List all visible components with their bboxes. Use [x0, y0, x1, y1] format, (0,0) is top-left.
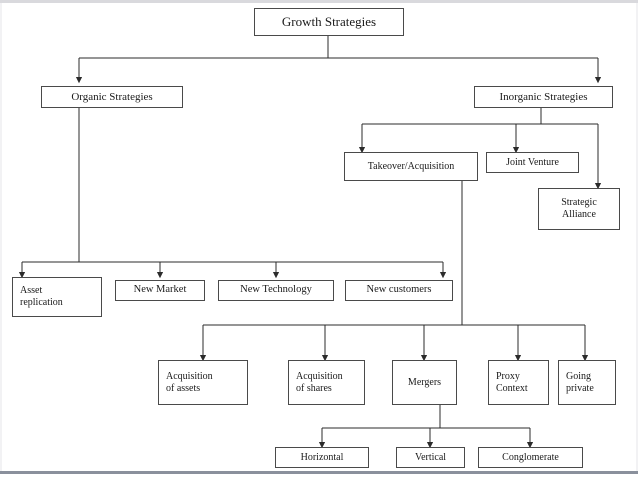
top-border-band [0, 0, 638, 3]
node-label: Vertical [414, 451, 447, 463]
node-vertical[interactable]: Vertical [396, 447, 465, 468]
node-label: Growth Strategies [281, 14, 377, 30]
node-label-line2: of shares [296, 382, 332, 394]
node-label: New customers [366, 284, 432, 296]
node-label-line1: Acquisition [166, 370, 213, 382]
node-going-private[interactable]: Going private [558, 360, 616, 405]
node-label: Inorganic Strategies [499, 90, 588, 103]
node-new-technology[interactable]: New Technology [218, 280, 334, 301]
node-label: Organic Strategies [71, 90, 153, 103]
node-label: Takeover/Acquisition [367, 160, 455, 172]
node-joint-venture[interactable]: Joint Venture [486, 152, 579, 173]
node-label-line1: Asset [20, 285, 43, 297]
node-label-line2: replication [20, 297, 63, 308]
node-growth-strategies[interactable]: Growth Strategies [254, 8, 404, 36]
node-label-line1: Acquisition [296, 370, 343, 382]
node-takeover-acquisition[interactable]: Takeover/Acquisition [344, 152, 478, 181]
node-label-line2: Context [496, 382, 528, 394]
node-label: Strategic Alliance [561, 197, 597, 221]
left-edge-strip [0, 3, 2, 471]
node-new-market[interactable]: New Market [115, 280, 205, 301]
node-label: Horizontal [300, 451, 344, 463]
node-organic-strategies[interactable]: Organic Strategies [41, 86, 183, 108]
node-label-line1: Going [566, 370, 591, 382]
node-label-line1: Strategic [561, 197, 597, 209]
node-label: Joint Venture [506, 156, 559, 168]
node-label: Going private [566, 371, 594, 395]
node-mergers[interactable]: Mergers [392, 360, 457, 405]
node-label-line1: Proxy [496, 370, 520, 382]
node-label: New Market [133, 284, 187, 296]
node-horizontal[interactable]: Horizontal [275, 447, 369, 468]
node-label: Conglomerate [502, 451, 559, 463]
node-label: New Technology [240, 284, 312, 296]
node-conglomerate[interactable]: Conglomerate [478, 447, 583, 468]
node-new-customers[interactable]: New customers [345, 280, 453, 301]
right-edge-strip [636, 3, 638, 471]
node-label: Acquisition of shares [296, 371, 343, 395]
node-asset-replication[interactable]: Asset replication [12, 277, 102, 317]
node-label: Mergers [407, 376, 442, 388]
node-label: Acquisition of assets [166, 371, 213, 395]
node-label-line2: private [566, 382, 594, 394]
node-proxy-context[interactable]: Proxy Context [488, 360, 549, 405]
node-label-line2: Alliance [562, 209, 596, 220]
node-acquisition-of-assets[interactable]: Acquisition of assets [158, 360, 248, 405]
node-label: Asset replication [20, 285, 63, 309]
node-label-line2: of assets [166, 382, 201, 394]
bottom-divider-rule [0, 471, 638, 474]
node-inorganic-strategies[interactable]: Inorganic Strategies [474, 86, 613, 108]
node-acquisition-of-shares[interactable]: Acquisition of shares [288, 360, 365, 405]
node-label: Proxy Context [496, 371, 528, 395]
node-strategic-alliance[interactable]: Strategic Alliance [538, 188, 620, 230]
